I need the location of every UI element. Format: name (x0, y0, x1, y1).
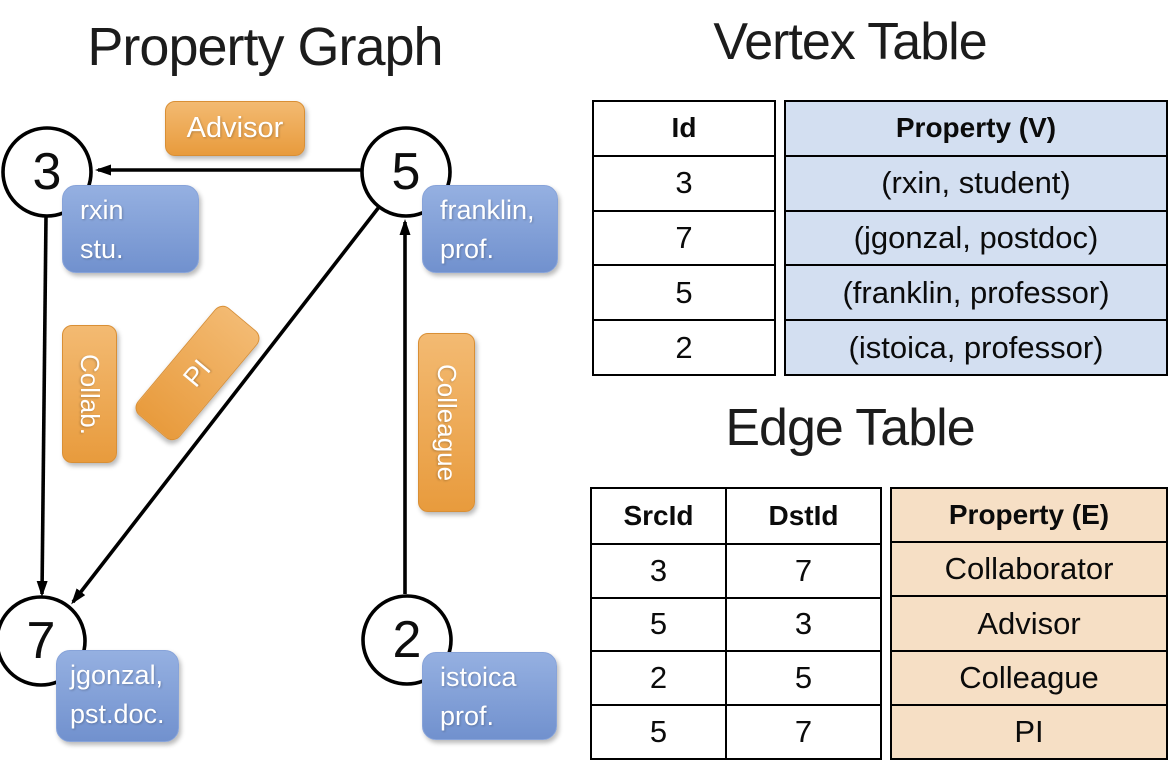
edge-table-cell-dstid: 5 (725, 650, 880, 705)
edge-label-colleague-text: Colleague (432, 363, 462, 482)
edge-table-cell-srcid: 3 (592, 542, 725, 597)
vertex-table-id-column: Id 3 7 5 2 (592, 100, 776, 376)
node-id-5: 5 (391, 143, 421, 201)
vertex-label-rxin-line1: rxin (80, 195, 124, 225)
edge-table: SrcId DstId 3 7 5 3 2 5 5 7 Property (E)… (590, 487, 1168, 760)
edge-label-collab: Collab. (62, 325, 117, 463)
vertex-label-franklin-line2: prof. (440, 234, 495, 264)
node-id-3: 3 (32, 143, 62, 201)
vertex-label-rxin: rxin stu. (62, 185, 199, 273)
edge-table-cell-srcid: 2 (592, 650, 725, 704)
edge-table-cell-dstid: 3 (725, 596, 880, 651)
vertex-label-franklin-line1: franklin, (440, 195, 535, 225)
vertex-label-istoica-line2: prof. (440, 701, 495, 731)
vertex-table-cell-id: 5 (594, 264, 774, 319)
edge-table-src-dst-columns: SrcId DstId 3 7 5 3 2 5 5 7 (590, 487, 882, 760)
vertex-table-cell-property: (rxin, student) (786, 154, 1166, 210)
vertex-label-istoica-line1: istoica (440, 662, 517, 692)
edge-table-header-dstid: DstId (725, 489, 880, 543)
edge-table-header-property: Property (E) (948, 499, 1110, 531)
vertex-table-header-property: Property (V) (895, 112, 1057, 144)
vertex-table-cell-id: 7 (594, 209, 774, 265)
vertex-label-franklin: franklin, prof. (422, 185, 558, 273)
vertex-table-header-id: Id (671, 112, 697, 144)
property-graph-title: Property Graph (87, 17, 443, 77)
edge-table-cell-property: Colleague (892, 649, 1166, 704)
edge-label-colleague: Colleague (418, 333, 475, 512)
edge-label-advisor-text: Advisor (186, 112, 284, 144)
edge-5-to-7-pi (71, 205, 381, 605)
edge-table-cell-srcid: 5 (592, 704, 725, 758)
edge-label-pi-text: PI (177, 353, 217, 393)
edge-label-advisor: Advisor (165, 101, 305, 156)
edge-table-cell-property: Collaborator (892, 541, 1166, 595)
vertex-table-property-column: Property (V) (rxin, student) (jgonzal, p… (784, 100, 1168, 376)
vertex-table: Id 3 7 5 2 Property (V) (rxin, student) … (592, 100, 1168, 376)
vertex-table-cell-id: 2 (594, 319, 774, 374)
vertex-label-jgonzal-line2: pst.doc. (70, 699, 165, 729)
vertex-label-rxin-line2: stu. (80, 234, 124, 264)
vertex-table-title: Vertex Table (713, 13, 987, 71)
vertex-table-cell-id: 3 (594, 154, 774, 210)
edge-label-collab-text: Collab. (75, 353, 105, 435)
edge-table-header-srcid: SrcId (623, 499, 694, 531)
edge-table-cell-property: Advisor (892, 595, 1166, 649)
edge-table-cell-dstid: 7 (725, 704, 880, 758)
node-id-7: 7 (26, 612, 56, 670)
edge-3-to-7-collaborator (36, 215, 48, 597)
vertex-label-jgonzal: jgonzal, pst.doc. (56, 650, 179, 742)
edge-table-cell-dstid: 7 (725, 542, 880, 597)
edge-table-cell-property: PI (892, 703, 1166, 758)
vertex-label-jgonzal-line1: jgonzal, (70, 660, 164, 690)
edge-table-property-column: Property (E) Collaborator Advisor Collea… (890, 487, 1168, 760)
vertex-table-cell-property: (franklin, professor) (786, 264, 1166, 319)
edge-table-cell-srcid: 5 (592, 596, 725, 651)
vertex-table-cell-property: (istoica, professor) (786, 319, 1166, 374)
node-id-2: 2 (392, 611, 422, 669)
vertex-label-istoica: istoica prof. (422, 652, 557, 740)
edge-table-title: Edge Table (725, 399, 975, 457)
vertex-table-cell-property: (jgonzal, postdoc) (786, 209, 1166, 265)
